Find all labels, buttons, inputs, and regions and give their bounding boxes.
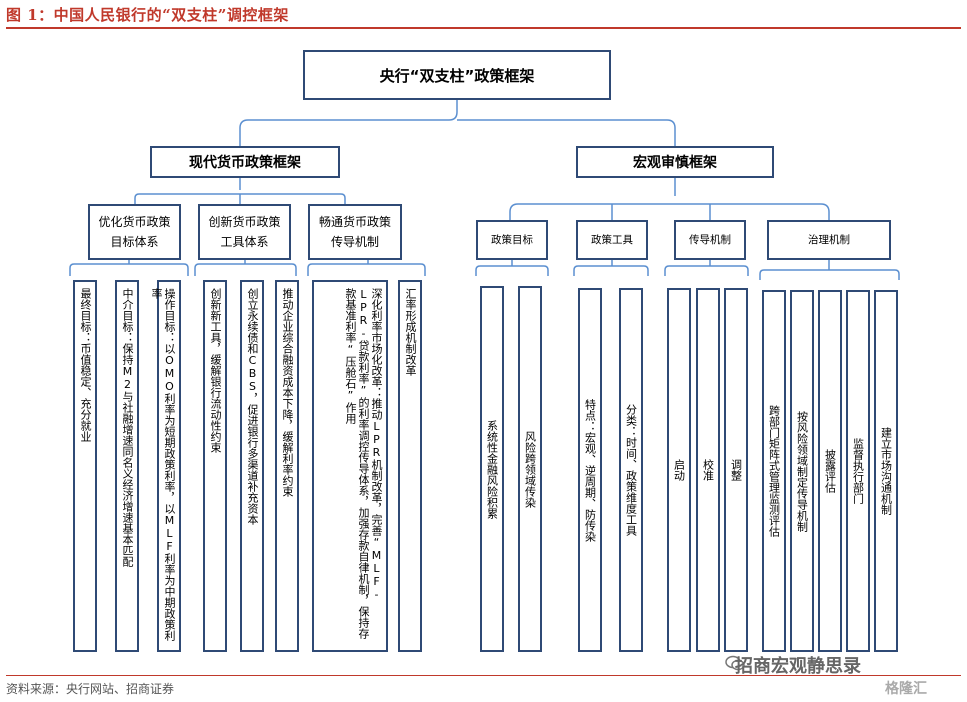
- watermark-text: 招商宏观静思录: [735, 656, 861, 677]
- leaf-financing-cost: 推动企业综合融资成本下降，缓解利率约束: [275, 280, 299, 652]
- source-note: 资料来源：央行网站、招商证券: [6, 682, 175, 696]
- watermark-corner: 格隆汇: [885, 681, 927, 697]
- leaf-cross-contagion: 风险跨领域传染: [518, 286, 542, 652]
- connector-left: [134, 178, 346, 204]
- group-mp-transmission: 传导机制: [674, 220, 746, 260]
- branch-macroprudential: 宏观审慎框架: [576, 146, 774, 178]
- bracket-g4: [475, 260, 549, 276]
- bracket-g3: [307, 260, 426, 276]
- leaf-systemic-risk: 系统性金融风险积累: [480, 286, 504, 652]
- group-mp-governance: 治理机制: [767, 220, 891, 260]
- group-mp-tools: 政策工具: [576, 220, 648, 260]
- leaf-market-communication: 建立市场沟通机制: [874, 290, 898, 652]
- group-policy-targets: 优化货币政策目标体系: [88, 204, 181, 260]
- leaf-risk-domain: 按风险领域制定传导机制: [790, 290, 814, 652]
- wechat-icon: [725, 655, 745, 671]
- leaf-fx-reform: 汇率形成机制改革: [398, 280, 422, 652]
- leaf-rate-reform: 深化利率市场化改革：推动LPR机制改革，完善“MLF-LPR-贷款利率”的利率调…: [312, 280, 388, 652]
- branch-monetary-policy: 现代货币政策框架: [150, 146, 340, 178]
- leaf-activate: 启动: [667, 288, 691, 652]
- leaf-matrix-management: 跨部门矩阵式管理监测评估: [762, 290, 786, 652]
- bracket-g5: [573, 260, 649, 276]
- figure-title: 图 1：中国人民银行的“双支柱”调控框架: [6, 6, 289, 24]
- leaf-new-tools: 创新新工具，缓解银行流动性约束: [203, 280, 227, 652]
- group-mp-targets: 政策目标: [476, 220, 548, 260]
- connector-right: [509, 178, 830, 220]
- leaf-perpetual-bonds: 创立永续债和CBS，促进银行多渠道补充资本: [240, 280, 264, 652]
- leaf-operating-target: 操作目标：以OMO利率为短期政策利率，以MLF利率为中期政策利率: [150, 280, 181, 652]
- title-rule: [6, 27, 961, 29]
- leaf-tool-features: 特点：宏观、逆周期、防传染: [578, 288, 602, 652]
- leaf-disclosure: 披露评估: [818, 290, 842, 652]
- connector-root: [239, 100, 676, 146]
- bracket-g2: [194, 260, 297, 276]
- bracket-g6: [664, 260, 749, 276]
- footer-rule: [6, 675, 961, 676]
- bracket-g7: [759, 260, 900, 280]
- leaf-tool-classification: 分类：时间、政策维度工具: [619, 288, 643, 652]
- leaf-supervision: 监督执行部门: [846, 290, 870, 652]
- leaf-calibrate: 校准: [696, 288, 720, 652]
- group-policy-tools: 创新货币政策工具体系: [198, 204, 291, 260]
- leaf-intermediate-target: 中介目标：保持M2与社融增速同名义经济增速基本匹配: [115, 280, 139, 652]
- bracket-g1: [69, 260, 189, 276]
- root-box: 央行“双支柱”政策框架: [303, 50, 611, 100]
- leaf-final-target: 最终目标：币值稳定、充分就业: [73, 280, 97, 652]
- group-policy-transmission: 畅通货币政策传导机制: [308, 204, 402, 260]
- leaf-adjust: 调整: [724, 288, 748, 652]
